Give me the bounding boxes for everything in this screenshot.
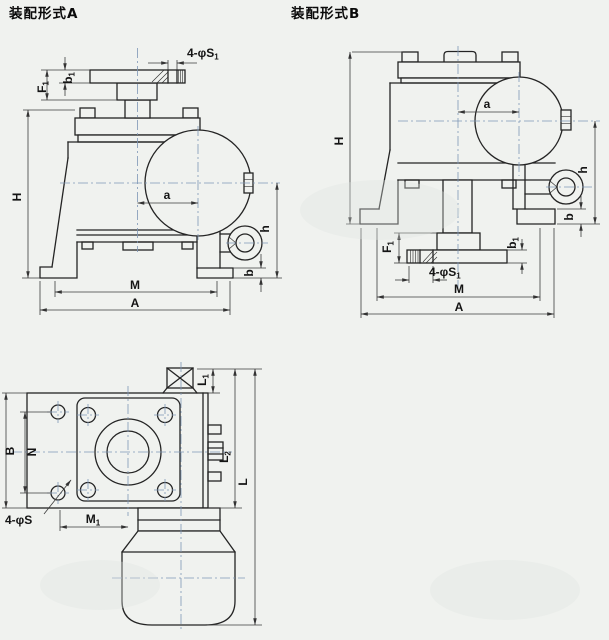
dim-label-H-a: H (10, 193, 24, 202)
plan-view: L1 L2 L B N M1 4-φS (2, 362, 262, 632)
assembly-b-housing (359, 50, 556, 225)
dim-label-b-b: b (562, 213, 576, 220)
plan-dimensions (2, 368, 262, 626)
dim-label-a-a: a (164, 188, 171, 202)
lifting-screw-bottom-plate (406, 179, 508, 264)
worm-shaft-stub (560, 109, 572, 131)
section-hatch (151, 69, 183, 84)
dim-label-B: B (3, 446, 17, 455)
dim-label-h-b: h (576, 166, 590, 173)
gear-cover-bell (121, 530, 236, 626)
assembly-b-title: 装配形式B (290, 5, 360, 22)
dim-label-holes-b: 4-φS1 (429, 265, 461, 281)
assembly-a-view: 装配形式A 4-φS1 F1 b1 H a h b M A (8, 5, 282, 315)
dim-label-M1: M1 (86, 512, 101, 528)
dim-label-b-a: b (242, 269, 256, 276)
dim-label-L2: L2 (217, 451, 233, 463)
assembly-b-dimensions (346, 51, 600, 318)
dim-label-L1: L1 (195, 374, 211, 386)
mount-foot (196, 267, 234, 279)
mount-foot (39, 241, 78, 279)
side-nut (207, 441, 224, 461)
dim-label-H-b: H (332, 137, 346, 146)
dim-label-h-a: h (258, 225, 272, 232)
dim-label-L: L (236, 478, 250, 485)
dim-label-N: N (25, 448, 39, 457)
dim-label-a-b: a (484, 97, 491, 111)
dim-label-M-b: M (454, 282, 464, 296)
side-stud (207, 471, 222, 482)
dim-label-f1-b: F1 (380, 241, 396, 253)
assembly-a-dimensions (22, 57, 282, 315)
dim-label-A-a: A (131, 296, 140, 310)
screw-end-pedestal (162, 387, 198, 394)
bolt-icon (501, 51, 519, 63)
dim-label-b1-b: b1 (505, 237, 521, 249)
bolt-icon (182, 107, 199, 119)
plan-centerlines (12, 362, 245, 632)
side-stud (207, 424, 222, 435)
assembly-a-centerlines (60, 48, 280, 252)
cap-boss (443, 50, 477, 63)
bolt-icon (79, 107, 96, 119)
dim-label-holes-plan: 4-φS (5, 513, 32, 527)
dim-label-b1-a: b1 (61, 72, 77, 84)
dim-label-holes-a: 4-φS1 (187, 46, 219, 62)
mount-foot (512, 208, 556, 225)
dim-label-M-a: M (130, 278, 140, 292)
assembly-b-view: 装配形式B H a h b F1 b1 4-φS1 M A (290, 5, 600, 318)
assembly-b-centerlines (398, 46, 600, 288)
bolt-icon (401, 51, 419, 63)
mount-foot (359, 179, 399, 225)
dim-label-f1-a: F1 (35, 81, 51, 93)
section-hatch (410, 250, 438, 264)
dim-label-A-b: A (455, 300, 464, 314)
assembly-a-title: 装配形式A (8, 5, 78, 22)
lifting-screw-top-plate (89, 69, 186, 119)
